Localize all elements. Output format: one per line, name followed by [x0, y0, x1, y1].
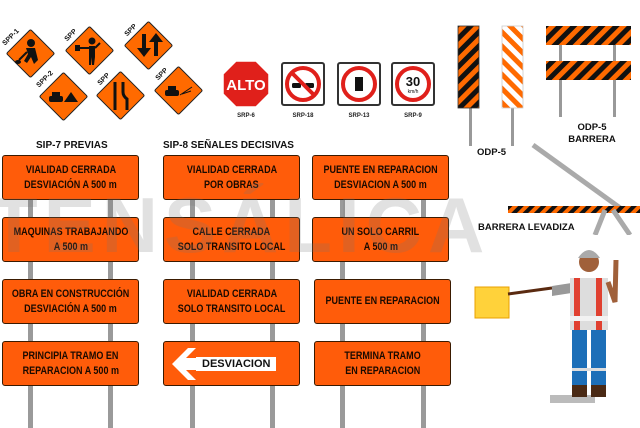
section-title-sip8: SIP-8 SEÑALES DECISIVAS: [163, 140, 294, 151]
speed-limit-icon: 30 km/h: [395, 66, 431, 102]
flagger-icon: [75, 37, 101, 65]
sign-text-line: DESVIACIÓN A 500 m: [24, 302, 117, 315]
sip8-sign: VIALIDAD CERRADA POR OBRAS: [163, 155, 300, 200]
sign-text-line: A 500 m: [53, 240, 88, 253]
sip7-sign: OBRA EN CONSTRUCCIÓN DESVIACIÓN A 500 m: [2, 279, 139, 324]
srp-label: SRP-9: [404, 113, 422, 119]
sign-text-line: MAQUINAS TRABAJANDO: [13, 225, 128, 238]
sip8-sign: CALLE CERRADA SOLO TRANSITO LOCAL: [163, 217, 300, 262]
sign-text-line: VIALIDAD CERRADA: [186, 163, 277, 176]
detour-text: DESVIACION: [196, 356, 277, 371]
detour-sign: DESVIACION: [163, 341, 300, 386]
no-trucks-icon: [341, 66, 377, 102]
section-title-sip7: SIP-7 PREVIAS: [36, 140, 108, 151]
sign-text-line: OBRA EN CONSTRUCCIÓN: [11, 287, 130, 300]
two-way-traffic-icon: [137, 33, 163, 57]
sip7-sign: PRINCIPIA TRAMO EN REPARACION A 500 m: [2, 341, 139, 386]
sign-text-line: VIALIDAD CERRADA: [186, 287, 277, 300]
no-overtaking-sign: [281, 62, 325, 106]
lift-barrier-label: BARRERA LEVADIZA: [478, 222, 575, 233]
stop-text: ALTO: [226, 77, 266, 94]
sip8-sign: PUENTE EN REPARACION: [314, 279, 451, 324]
no-overtaking-icon: [285, 66, 321, 102]
base: [550, 395, 595, 403]
sign-text-line: PRINCIPIA TRAMO EN: [22, 349, 119, 362]
stop-sign: ALTO: [222, 60, 270, 108]
sign-text-line: SOLO TRANSITO LOCAL: [177, 240, 286, 253]
sip7-sign: MAQUINAS TRABAJANDO A 500 m: [2, 217, 139, 262]
srp-label: SRP-18: [292, 113, 314, 119]
flagman-figure: [474, 250, 619, 403]
speed-unit: km/h: [408, 89, 419, 95]
sign-text-line: DESVIACIÓN A 500 m: [24, 178, 117, 191]
sign-text-line: DESVIACION A 500 m: [334, 178, 427, 191]
sip8-sign: VIALIDAD CERRADA SOLO TRANSITO LOCAL: [163, 279, 300, 324]
sign-text-line: VIALIDAD CERRADA: [25, 163, 116, 176]
lift-barrier: [508, 142, 640, 235]
road-narrows-icon: [113, 82, 129, 110]
odp5-barrier: [546, 26, 631, 117]
speed-value: 30: [406, 74, 420, 89]
sip8-sign: TERMINA TRAMO EN REPARACION: [314, 341, 451, 386]
sign-text-line: PUENTE EN REPARACION: [323, 163, 438, 176]
sip8-sign: UN SOLO CARRIL A 500 m: [312, 217, 449, 262]
sign-text-line: SOLO TRANSITO LOCAL: [177, 302, 286, 315]
odp5-panels: [457, 25, 524, 146]
sip8-sign: PUENTE EN REPARACION DESVIACION A 500 m: [312, 155, 449, 200]
car-bump-icon: [49, 92, 78, 102]
sign-text-line: TERMINA TRAMO: [344, 349, 421, 362]
sign-text-line: PUENTE EN REPARACION: [325, 295, 440, 307]
sign-text-line: A 500 m: [363, 240, 398, 253]
barrier-label-line1: ODP-5: [577, 122, 607, 133]
worker-digging-icon: [15, 39, 38, 64]
srp-label: SRP-13: [348, 113, 370, 119]
no-trucks-sign: [337, 62, 381, 106]
odp5-label: ODP-5: [477, 147, 507, 158]
sign-text-line: REPARACION A 500 m: [22, 364, 119, 377]
sign-text-line: EN REPARACION: [344, 364, 421, 377]
barrier-label-line2: BARRERA: [568, 134, 616, 145]
srp-label: SRP-6: [237, 113, 255, 119]
sign-text-line: CALLE CERRADA: [192, 225, 271, 238]
sign-text-line: UN SOLO CARRIL: [341, 225, 420, 238]
arrow-left-icon: [172, 347, 202, 380]
car-gravel-icon: [165, 86, 193, 96]
speed-limit-sign: 30 km/h: [391, 62, 435, 106]
sip7-sign: VIALIDAD CERRADA DESVIACIÓN A 500 m: [2, 155, 139, 200]
sign-text-line: POR OBRAS: [204, 178, 259, 191]
